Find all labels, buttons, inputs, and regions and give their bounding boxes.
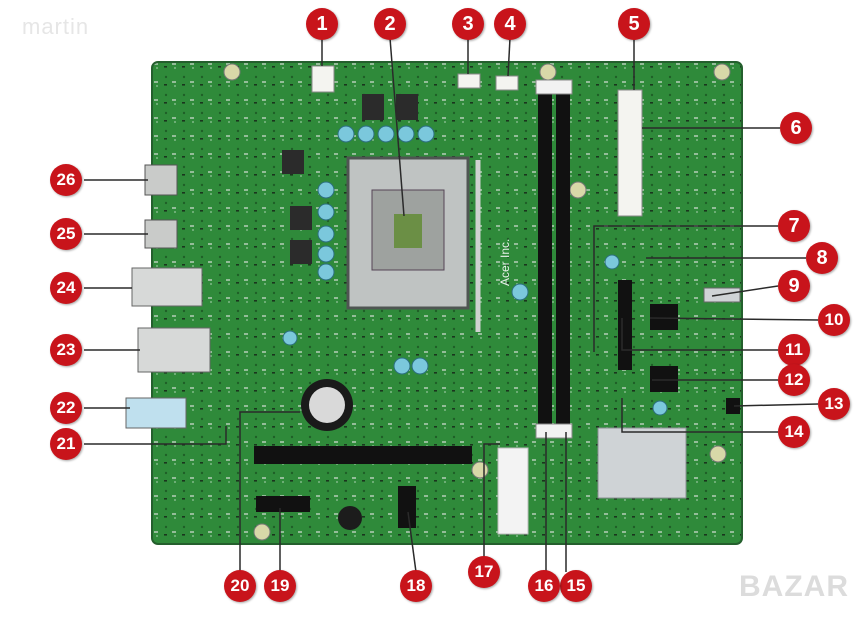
buzzer	[338, 506, 362, 530]
chipset-heatsink	[597, 427, 687, 499]
atx-power-connector	[617, 89, 643, 217]
vrm-mosfet	[396, 94, 418, 120]
mount-hole	[223, 63, 241, 81]
bios-label	[497, 447, 529, 535]
watermark-top-left: martin	[22, 14, 90, 39]
callout-4: 4	[494, 8, 526, 40]
m2-slot	[398, 486, 416, 528]
fan-header	[457, 73, 481, 89]
callout-25: 25	[50, 218, 82, 250]
capacitors	[282, 125, 668, 416]
sata-port	[650, 366, 678, 392]
mount-hole	[569, 181, 587, 199]
callout-24: 24	[50, 272, 82, 304]
callout-6: 6	[780, 112, 812, 144]
callout-21: 21	[50, 428, 82, 460]
callout-19: 19	[264, 570, 296, 602]
cpu-socket-center	[394, 214, 422, 248]
callout-15: 15	[560, 570, 592, 602]
callout-8: 8	[806, 242, 838, 274]
callout-10: 10	[818, 304, 850, 336]
dimm-latch	[535, 423, 573, 439]
dimm-slot	[556, 86, 570, 432]
callout-14: 14	[778, 416, 810, 448]
callout-12: 12	[778, 364, 810, 396]
dimm-latch	[535, 79, 573, 95]
callout-17: 17	[468, 556, 500, 588]
mount-hole	[713, 63, 731, 81]
callout-22: 22	[50, 392, 82, 424]
front-panel-header	[618, 280, 632, 370]
callout-23: 23	[50, 334, 82, 366]
callout-26: 26	[50, 164, 82, 196]
rear-io-dvi	[144, 164, 178, 196]
cmos-battery-cell	[309, 387, 345, 423]
small-header	[726, 398, 740, 414]
callout-13: 13	[818, 388, 850, 420]
rear-io-vga	[144, 219, 178, 249]
callout-3: 3	[452, 8, 484, 40]
pcie-x1-slot	[256, 496, 310, 512]
callout-9: 9	[778, 270, 810, 302]
leader-lines	[84, 37, 819, 573]
mount-hole	[539, 63, 557, 81]
sata-port	[650, 304, 678, 330]
rear-io-audio	[125, 397, 187, 429]
callout-7: 7	[778, 210, 810, 242]
callout-2: 2	[374, 8, 406, 40]
fan-header	[495, 75, 519, 91]
mount-hole	[253, 523, 271, 541]
board-brand-text: Acer Inc.	[498, 238, 512, 286]
callout-5: 5	[618, 8, 650, 40]
mount-hole	[709, 445, 727, 463]
vrm-mosfet	[290, 240, 312, 264]
cpu-power-header	[311, 65, 335, 93]
rear-io-lan-usb	[137, 327, 211, 373]
vrm-mosfet	[362, 94, 384, 120]
rear-io-usb	[131, 267, 203, 307]
vrm-mosfet	[290, 206, 312, 230]
callout-11: 11	[778, 334, 810, 366]
callout-18: 18	[400, 570, 432, 602]
watermark-bottom-right: BAZAR	[739, 570, 849, 603]
callout-20: 20	[224, 570, 256, 602]
dimm-slot	[538, 86, 552, 432]
vrm-mosfet	[282, 150, 304, 174]
callout-1: 1	[306, 8, 338, 40]
mount-hole	[471, 461, 489, 479]
callout-16: 16	[528, 570, 560, 602]
pcie-x16-slot	[254, 446, 472, 464]
